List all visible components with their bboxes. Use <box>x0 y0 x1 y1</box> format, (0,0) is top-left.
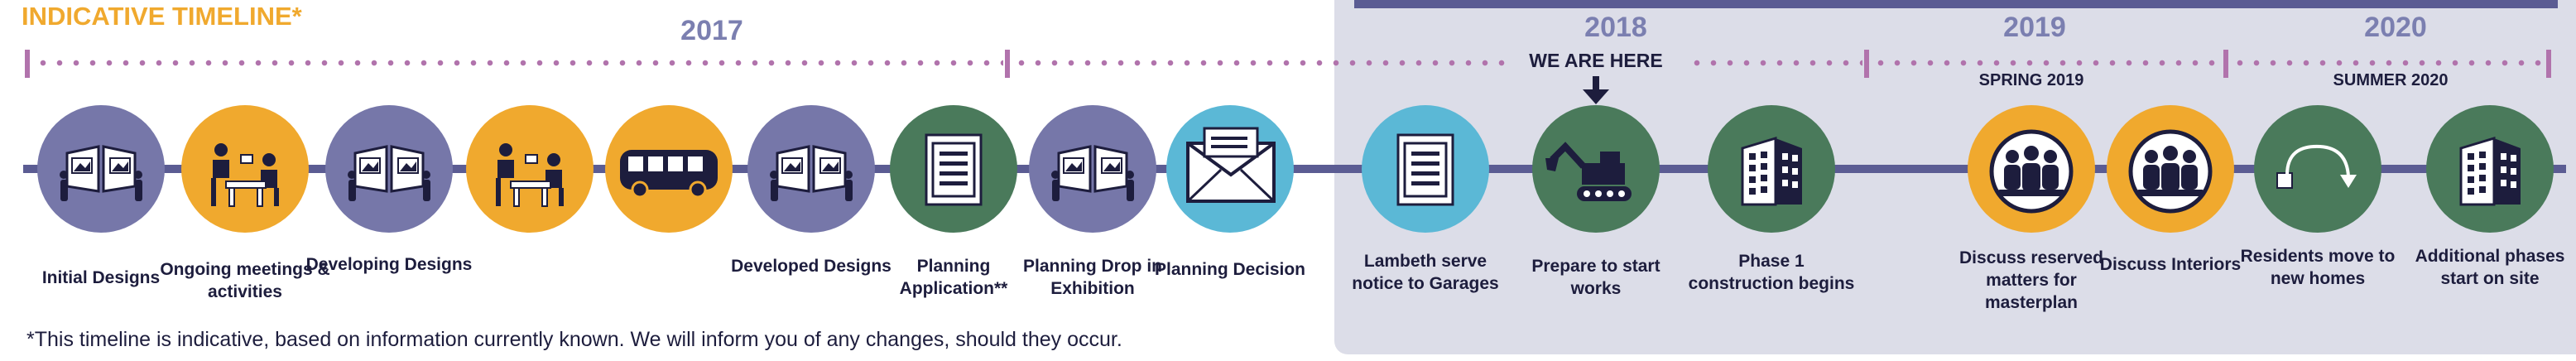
design-boards-icon <box>770 145 853 201</box>
building-icon <box>2459 136 2521 206</box>
dotted-line-2018a <box>1013 60 1507 66</box>
year-2018: 2018 <box>1584 12 1647 43</box>
milestone-circle <box>37 105 165 233</box>
milestone-circle <box>1968 105 2095 233</box>
milestone-label: Planning Drop in Exhibition <box>1023 257 1162 298</box>
timeline-title: INDICATIVE TIMELINE* <box>22 2 302 31</box>
milestone-circle <box>605 105 733 233</box>
milestone-label: Prepare to start works <box>1531 257 1660 298</box>
building-icon <box>1741 136 1802 206</box>
milestone-label: Developing Designs <box>305 255 473 274</box>
season-summer-2020: SUMMER 2020 <box>2333 71 2449 89</box>
timeline-track <box>23 165 2566 173</box>
milestone-label: Lambeth serve notice to Garages <box>1352 252 1499 293</box>
year-2017: 2017 <box>680 15 743 46</box>
milestone-circle <box>2426 105 2554 233</box>
milestone-circle <box>1532 105 1660 233</box>
people-group-icon <box>2128 129 2213 214</box>
milestone-label: Planning Application** <box>899 257 1008 298</box>
period-tick <box>1864 50 1869 78</box>
meeting-icon <box>211 143 279 207</box>
footnote: *This timeline is indicative, based on i… <box>26 328 1122 351</box>
envelope-icon <box>1186 127 1276 203</box>
milestone-circle <box>890 105 1017 233</box>
design-boards-icon <box>1051 145 1134 201</box>
milestone-label: Discuss reserved matters for masterplan <box>1959 248 2103 312</box>
milestone-label: Phase 1 construction begins <box>1688 252 1855 293</box>
period-tick <box>2223 50 2228 78</box>
season-spring-2019: SPRING 2019 <box>1978 71 2084 89</box>
design-boards-icon <box>348 145 430 201</box>
bus-icon <box>620 150 718 199</box>
period-tick <box>2546 50 2551 78</box>
milestone-circle <box>2254 105 2381 233</box>
milestone-circle <box>1029 105 1156 233</box>
milestone-label: Discuss Interiors <box>2099 255 2242 274</box>
milestone-label: Residents move to new homes <box>2240 247 2396 288</box>
milestone-circle <box>1708 105 1835 233</box>
milestone-circle <box>181 105 309 233</box>
dotted-line-2020 <box>2232 60 2545 66</box>
milestone-label: Planning Decision <box>1154 260 1306 279</box>
we-are-here-label: WE ARE HERE <box>1529 50 1663 71</box>
design-boards-icon <box>60 145 142 201</box>
dotted-line-2018b <box>1689 60 1862 66</box>
milestone-label: Developed Designs <box>731 257 892 276</box>
year-2020: 2020 <box>2364 12 2427 43</box>
move-arrow-icon <box>2276 144 2357 189</box>
document-icon <box>1396 133 1454 206</box>
milestone-circle <box>2107 105 2234 233</box>
dotted-line-2019 <box>1872 60 2220 66</box>
meeting-icon <box>496 143 564 207</box>
milestone-circle <box>1362 105 1489 233</box>
milestone-circle <box>325 105 453 233</box>
year-2019: 2019 <box>2003 12 2066 43</box>
milestone-label: Initial Designs <box>41 268 161 287</box>
digger-icon <box>1545 142 1632 201</box>
milestone-label: Additional phases start on site <box>2415 247 2565 288</box>
dotted-line-2017 <box>35 60 1003 66</box>
milestone-circle <box>466 105 594 233</box>
people-group-icon <box>1989 129 2074 214</box>
down-arrow-icon <box>1583 76 1609 104</box>
milestone-circle <box>1166 105 1294 233</box>
period-tick <box>25 50 30 78</box>
document-icon <box>925 133 983 206</box>
panel-top-bar <box>1354 0 2558 8</box>
milestone-label: Ongoing meetings & activities <box>160 260 330 301</box>
period-tick <box>1005 50 1010 78</box>
milestone-circle <box>747 105 875 233</box>
